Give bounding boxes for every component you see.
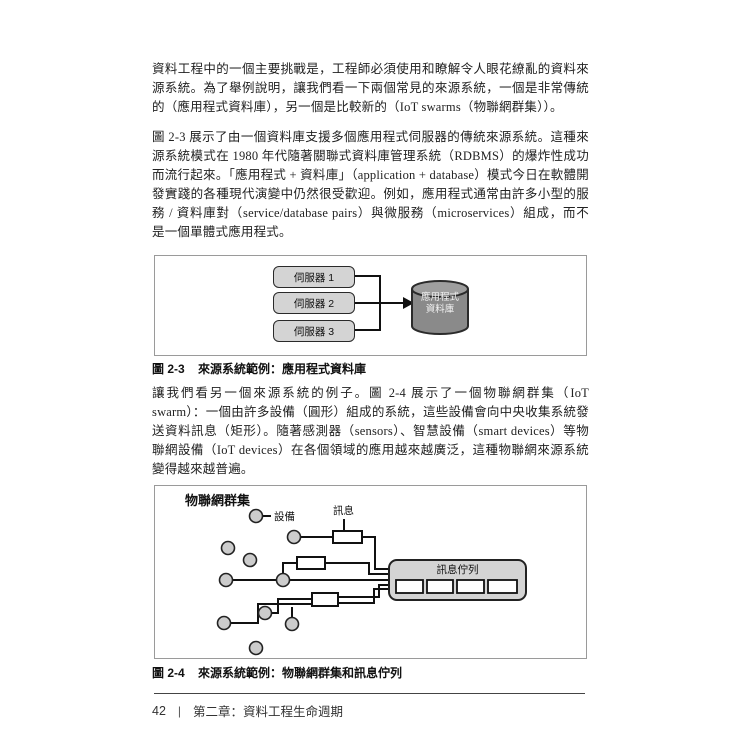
figure-2-4-caption: 圖 2-4 來源系統範例：物聯網群集和訊息佇列	[152, 664, 589, 681]
figure-2-4-diagram: 物聯網群集 設備 訊息 訊息佇列	[154, 485, 587, 659]
paragraph-1: 資料工程中的一個主要挑戰是，工程師必須使用和瞭解令人眼花繚亂的資料來源系統。為了…	[152, 62, 589, 114]
device-circle	[218, 572, 234, 588]
server-label: 伺服器 2	[293, 297, 335, 310]
iot-swarm-title: 物聯網群集	[185, 493, 251, 508]
figure-number: 圖 2-3	[152, 362, 185, 376]
figure-caption-text: 來源系統範例：物聯網群集和訊息佇列	[198, 666, 403, 680]
device-circle	[242, 552, 258, 568]
database-cylinder-icon	[411, 289, 469, 335]
queue-slot-4	[487, 579, 518, 594]
device-circle	[220, 540, 236, 556]
device-legend-label: 設備	[274, 511, 295, 523]
server-label: 伺服器 3	[293, 325, 335, 338]
message-rect-3	[311, 592, 339, 607]
device-circle	[286, 529, 302, 545]
queue-slot-2	[426, 579, 454, 594]
figure-2-3-caption: 圖 2-3 來源系統範例：應用程式資料庫	[152, 360, 589, 377]
device-circle-legend	[248, 508, 264, 524]
device-circle	[216, 615, 232, 631]
chapter-title: 第二章：資料工程生命週期	[193, 705, 344, 719]
paragraph-3: 讓我們看另一個來源系統的例子。圖 2-4 展示了一個物聯網群集（IoT swar…	[152, 386, 589, 476]
device-circle	[248, 640, 264, 656]
server-box-1: 伺服器 1	[273, 266, 355, 288]
device-circle	[257, 605, 273, 621]
database-label: 應用程式 資料庫	[420, 292, 459, 315]
footer: 42 | 第二章：資料工程生命週期	[152, 701, 589, 720]
database-cylinder-top	[411, 280, 469, 298]
device-circle	[275, 572, 291, 588]
page-number: 42	[152, 703, 166, 718]
queue-slot-1	[395, 579, 424, 594]
iot-swarm-connectors	[216, 508, 527, 656]
queue-slot-3	[456, 579, 485, 594]
message-queue-label: 訊息佇列	[436, 564, 479, 576]
paragraph-2: 圖 2-3 展示了由一個資料庫支援多個應用程式伺服器的傳統來源系統。這種來源系統…	[152, 130, 589, 239]
footer-rule	[154, 693, 585, 694]
figure-number: 圖 2-4	[152, 666, 185, 680]
server-label: 伺服器 1	[293, 271, 335, 284]
arrowhead	[403, 297, 414, 309]
servers-to-database-connectors	[353, 275, 469, 335]
server-box-3: 伺服器 3	[273, 320, 355, 342]
figure-caption-text: 來源系統範例：應用程式資料庫	[198, 362, 367, 376]
server-box-2: 伺服器 2	[273, 292, 355, 314]
footer-separator: |	[177, 703, 182, 718]
device-circle	[284, 616, 300, 632]
message-rect-1	[332, 530, 363, 544]
message-legend-label: 訊息	[333, 505, 354, 517]
message-rect-2	[296, 556, 326, 570]
figure-2-3-diagram: 伺服器 1 伺服器 2 伺服器 3 應用程式 資料庫	[154, 255, 587, 356]
